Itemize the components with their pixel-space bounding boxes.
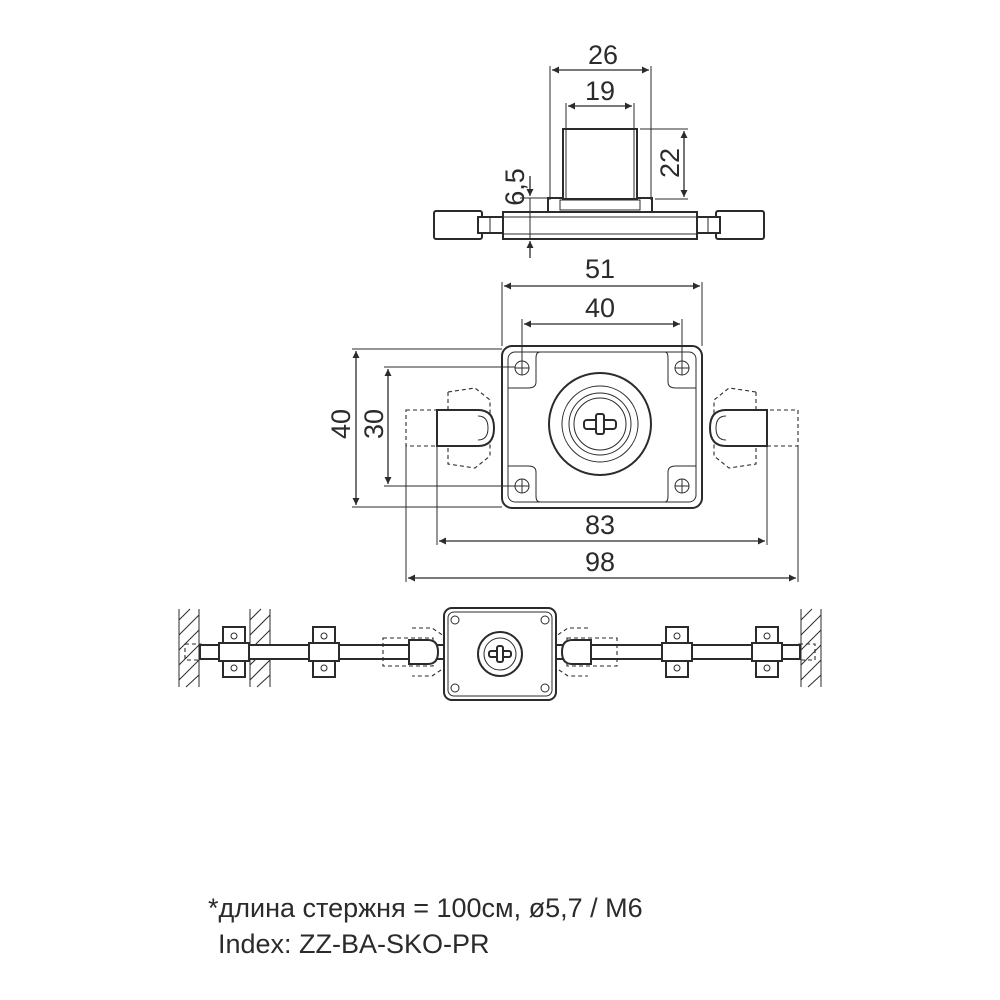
dim-plate-hole-vertical: 30	[359, 409, 389, 439]
dim-plate-hole-spacing: 40	[585, 293, 615, 323]
product-index: Index: ZZ-BA-SKO-PR	[218, 929, 490, 959]
rod-spec-note: *длина стержня = 100см, ø5,7 / M6	[208, 893, 643, 923]
dim-top-inner-width: 19	[585, 76, 615, 106]
side-right-rod-block	[715, 210, 765, 240]
dim-plate-height: 40	[326, 409, 356, 439]
side-left-rod-block	[433, 210, 483, 240]
dim-rod-guide-span: 83	[585, 510, 615, 540]
dim-top-height: 22	[655, 148, 685, 178]
installation-view	[178, 607, 822, 701]
side-left-connector	[477, 216, 505, 234]
front-view: 51 40 40 30 83 98	[326, 254, 799, 582]
side-view: 26 19 22 6,5	[433, 40, 765, 258]
dim-top-outer-width: 26	[588, 40, 618, 70]
dim-top-plate: 6,5	[500, 168, 530, 206]
side-cylinder	[562, 128, 638, 200]
rod-guide	[218, 626, 250, 678]
front-right-bracket	[708, 409, 768, 447]
right-wall-hatch	[800, 608, 822, 688]
keyhole-icon	[488, 645, 512, 663]
keyhole-icon	[583, 413, 617, 435]
front-left-bracket	[436, 409, 496, 447]
dim-plate-outer-width: 51	[585, 254, 615, 284]
side-base-plate	[502, 211, 698, 240]
dim-overall-width: 98	[585, 547, 615, 577]
front-inner-panel	[507, 351, 697, 503]
rod-guide	[751, 626, 783, 678]
rod-guide	[308, 626, 340, 678]
rod-guide	[661, 626, 693, 678]
